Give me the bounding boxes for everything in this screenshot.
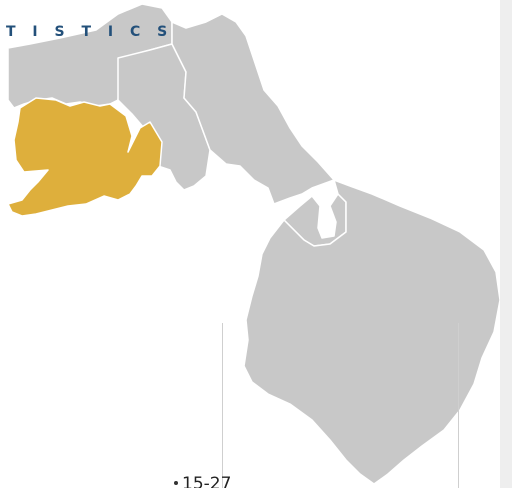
column-divider-left xyxy=(222,323,223,488)
legend-bullet-icon xyxy=(174,481,178,485)
map-region-north-east-strip[interactable] xyxy=(171,13,335,205)
side-panel xyxy=(500,0,512,488)
map-region-south-west[interactable] xyxy=(7,97,163,217)
map-region-south-east[interactable] xyxy=(243,179,500,485)
region-map xyxy=(7,3,500,485)
legend-range-label: 15-27 xyxy=(182,474,232,488)
column-divider-right xyxy=(458,323,459,488)
section-title: T I S T I C S xyxy=(6,24,174,40)
